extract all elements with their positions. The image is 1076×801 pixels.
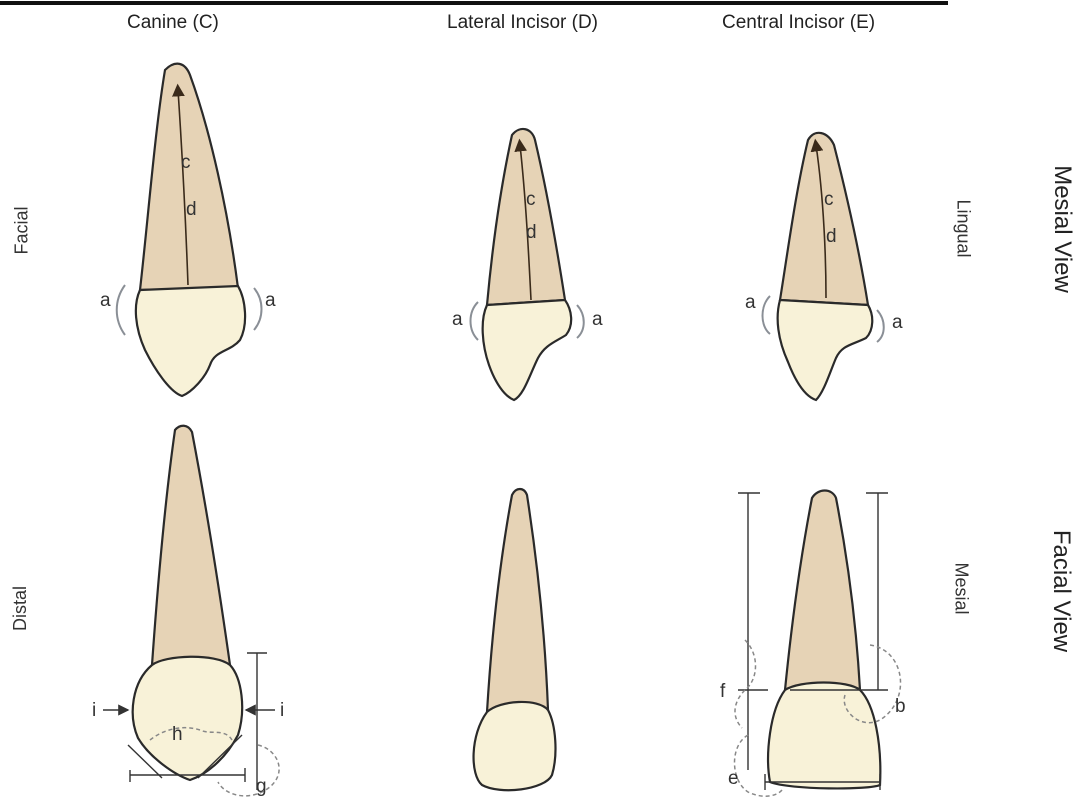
label-c-central: c xyxy=(824,189,834,210)
canine-mesial-root xyxy=(140,64,238,290)
canine-mesial-crown xyxy=(136,286,245,396)
canine-mesial-left-arc xyxy=(117,285,125,335)
label-a-lateral-left: a xyxy=(452,309,463,330)
label-a-central-right: a xyxy=(892,312,903,333)
label-c-canine: c xyxy=(181,152,191,173)
central-mesial-left-arc xyxy=(763,296,771,334)
central-facial-crown xyxy=(768,683,880,789)
lateral-incisor-mesial-view-tooth: a a c d xyxy=(452,129,603,400)
lateral-mesial-right-arc xyxy=(577,305,584,338)
central-mesial-right-arc xyxy=(877,310,884,342)
label-b: b xyxy=(895,696,906,717)
label-c-lateral: c xyxy=(526,189,536,210)
canine-facial-view-tooth: i i h g xyxy=(92,426,284,797)
label-d-central: d xyxy=(826,226,837,247)
central-f-callout xyxy=(735,640,756,728)
label-d-lateral: d xyxy=(526,222,537,243)
label-i-canine-left: i xyxy=(92,700,96,721)
label-a-canine-left: a xyxy=(100,290,111,311)
canine-facial-root xyxy=(152,426,230,665)
central-facial-root xyxy=(785,491,860,691)
label-h: h xyxy=(172,724,183,745)
lateral-mesial-crown xyxy=(483,300,572,400)
label-f: f xyxy=(720,681,726,702)
canine-mesial-right-arc xyxy=(254,288,262,330)
lateral-incisor-facial-view-tooth xyxy=(474,489,556,790)
lateral-facial-crown xyxy=(474,702,556,790)
central-incisor-mesial-view-tooth: a a c d xyxy=(745,133,903,400)
label-i-canine-right: i xyxy=(280,700,284,721)
central-incisor-facial-view-tooth: f b e xyxy=(720,491,906,797)
label-a-canine-right: a xyxy=(265,290,276,311)
lateral-mesial-left-arc xyxy=(471,302,479,340)
label-a-central-left: a xyxy=(745,292,756,313)
canine-mesial-view-tooth: a a c d xyxy=(100,64,276,396)
label-a-lateral-right: a xyxy=(592,309,603,330)
label-g: g xyxy=(256,776,267,797)
canine-facial-crown xyxy=(133,657,242,780)
central-mesial-crown xyxy=(778,300,873,400)
label-e: e xyxy=(728,768,739,789)
lateral-facial-root xyxy=(487,489,548,712)
label-d-canine: d xyxy=(186,199,197,220)
